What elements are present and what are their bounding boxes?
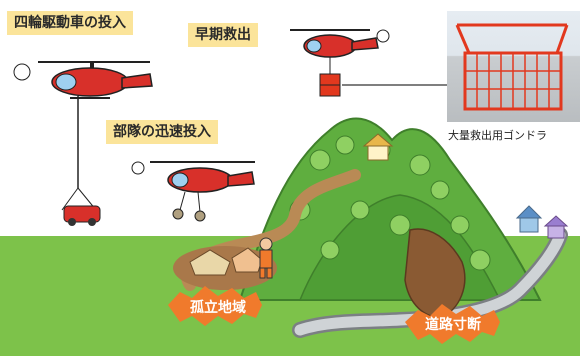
label-troop-deployment: 部隊の迅速投入 (106, 120, 218, 144)
label-early-rescue: 早期救出 (188, 23, 258, 47)
road-cut-burst (405, 304, 500, 344)
helicopter-troops (131, 161, 255, 222)
houses (515, 205, 569, 239)
landslide (404, 228, 466, 319)
gondola-photo (447, 11, 580, 122)
isolated-area-burst (168, 286, 262, 326)
gondola-photo-drawing (455, 23, 569, 111)
label-four-wheel-drive: 四輪駆動車の投入 (7, 11, 133, 35)
hilltop-house (362, 133, 394, 161)
damaged-houses (189, 247, 263, 276)
helicopter-gondola (290, 29, 390, 97)
sling-load-vehicle (61, 187, 101, 226)
gondola-caption: 大量救出用ゴンドラ (448, 129, 547, 142)
label-road-cut: 道路寸断 (425, 317, 481, 333)
rescue-worker (259, 237, 273, 279)
helicopter-vehicle (13, 61, 153, 188)
label-isolated-area: 孤立地域 (190, 300, 246, 316)
